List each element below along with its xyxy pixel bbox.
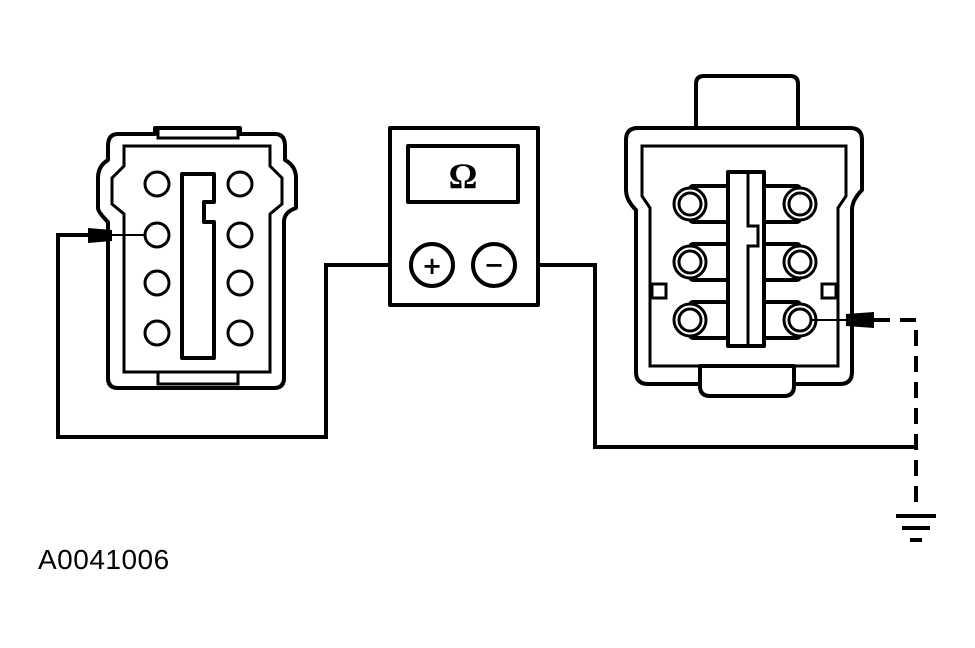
plus-terminal	[409, 242, 455, 288]
left-pin-2	[143, 221, 171, 249]
wire-plus-to-left-connector	[56, 233, 410, 439]
left-connector-icon	[96, 126, 298, 390]
minus-terminal	[471, 242, 517, 288]
ground-symbol-icon	[896, 514, 936, 542]
right-connector-icon	[624, 74, 864, 398]
minus-terminal-label: −	[484, 251, 504, 279]
right-probe-icon	[812, 312, 874, 328]
left-pin-6	[226, 221, 254, 249]
left-probe-icon	[88, 228, 146, 243]
left-pin-5	[226, 170, 254, 198]
ohmmeter-icon: Ω + −	[388, 126, 540, 307]
figure-id-label: A0041006	[38, 544, 170, 575]
left-pin-8	[226, 319, 254, 347]
plus-terminal-label: +	[422, 252, 442, 280]
left-pin-4	[143, 319, 171, 347]
wire-minus-to-ground	[517, 263, 916, 449]
meter-display	[406, 144, 520, 204]
left-pin-1	[143, 170, 171, 198]
right-pin-row-3	[672, 300, 818, 340]
left-pin-3	[143, 269, 171, 297]
left-pin-7	[226, 269, 254, 297]
dashed-ground-lead	[874, 318, 918, 512]
meter-display-symbol: Ω	[449, 156, 478, 196]
